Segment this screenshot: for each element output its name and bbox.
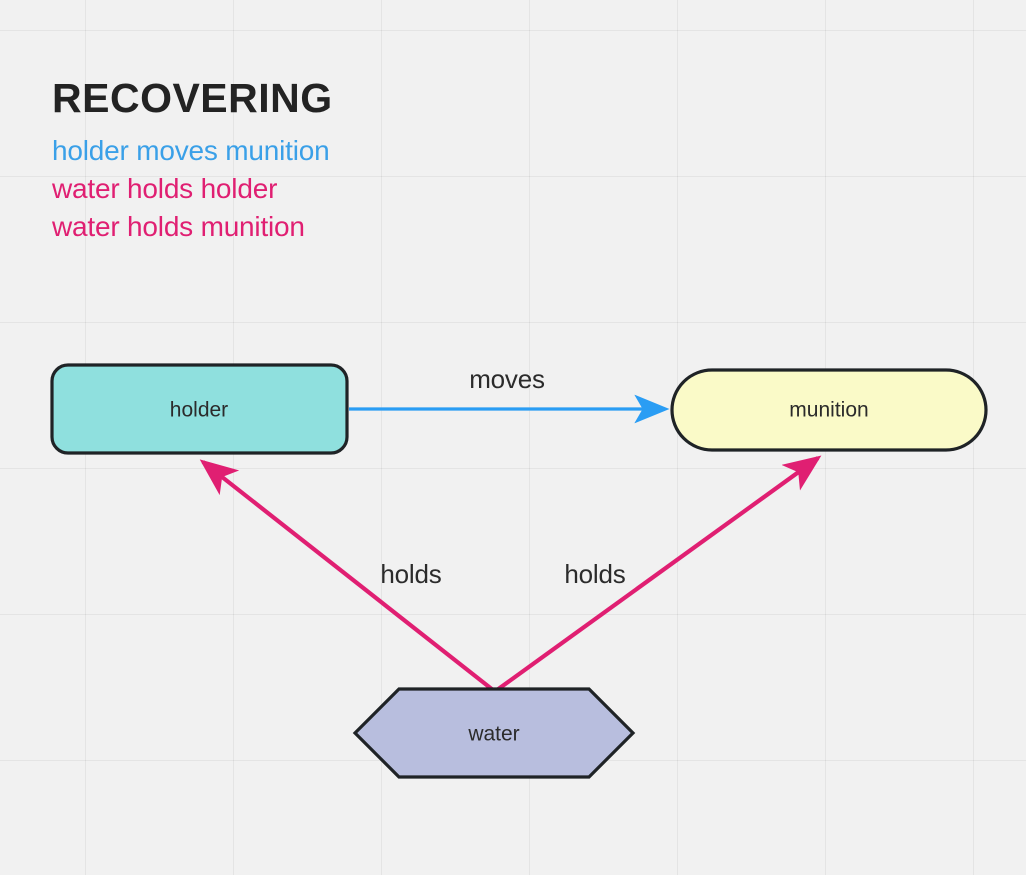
node-holder[interactable]: holder (50, 363, 349, 455)
edges-group: moves holds holds (199, 364, 822, 692)
edge-label-holds-holder: holds (380, 559, 441, 589)
edge-holder-moves-munition[interactable]: moves (349, 364, 670, 424)
legend-block: RECOVERING holder moves munition water h… (52, 78, 333, 251)
edge-label-holds-munition: holds (564, 559, 625, 589)
legend-item-holder-moves-munition: holder moves munition (52, 135, 330, 166)
edge-water-holds-munition[interactable]: holds (495, 455, 822, 692)
node-munition-shape (670, 368, 988, 452)
node-munition-label: munition (789, 399, 868, 422)
node-munition[interactable]: munition (670, 368, 988, 452)
legend-item-water-holds-holder: water holds holder (52, 173, 278, 204)
node-water-shape (352, 687, 636, 779)
edge-water-holds-holder[interactable]: holds (199, 459, 495, 692)
nodes-group: holder munition water (50, 363, 988, 779)
page-title: RECOVERING (52, 75, 333, 121)
node-holder-label: holder (170, 399, 228, 422)
node-water[interactable]: water (352, 687, 636, 779)
node-holder-shape (50, 363, 349, 455)
node-water-label: water (467, 723, 519, 746)
edge-line-holds-munition (495, 455, 822, 692)
edge-line-holds-holder (199, 459, 495, 692)
edge-label-moves: moves (469, 364, 545, 394)
legend-item-water-holds-munition: water holds munition (52, 211, 305, 242)
